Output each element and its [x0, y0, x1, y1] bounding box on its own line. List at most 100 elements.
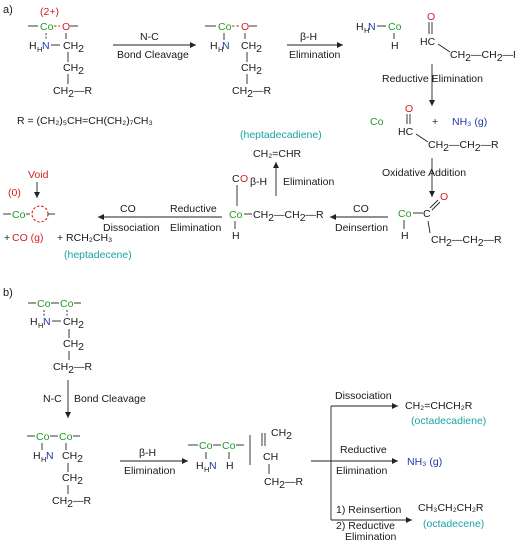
ch2-group: CH2: [62, 450, 83, 465]
carbonyl-c: C: [232, 173, 240, 185]
step-reductive-elimination: Reductive Elimination: [382, 64, 483, 106]
branch-reinsertion: 1) Reinsertion 2) Reductive Elimination …: [336, 502, 484, 542]
structure-amido-hydride-aldehyde: H H N Co H O HC CH2—CH2—R: [356, 11, 515, 64]
step-label-bond-cleavage: Bond Cleavage: [117, 49, 189, 61]
cobalt-atom: Co: [37, 298, 51, 310]
step-oxidative-addition: Oxidative Addition: [382, 158, 466, 197]
product-name-octadecadiene: (octadecadiene): [411, 415, 486, 427]
step-label-dissociation: Dissociation: [103, 222, 160, 234]
cobalt-atom: Co: [218, 21, 232, 33]
void-label: Void: [28, 169, 49, 181]
subscript-2: H: [218, 45, 223, 54]
nitrogen-atom: N: [368, 21, 376, 33]
branch-arrows: [311, 403, 412, 523]
structure-co-zero-void: Void (0) Co + CO (g) + RCH₂CH₃ (heptadec…: [3, 169, 132, 261]
step-beta-h-elimination: β-H Elimination: [287, 31, 343, 61]
step-label-bond-cleavage: Bond Cleavage: [74, 393, 146, 405]
step-nc-bond-cleavage: N-C Bond Cleavage: [113, 31, 196, 61]
nitrogen-atom: N: [42, 40, 50, 52]
nitrogen-atom: N: [209, 460, 217, 472]
step-label-elimination: Elimination: [283, 176, 335, 188]
step-label-reinsertion: 1) Reinsertion: [336, 504, 402, 516]
hydrogen-atom: H: [391, 40, 399, 52]
cobalt-atom: Co: [229, 209, 243, 221]
cobalt-atom: Co: [222, 440, 236, 452]
chain-group: CH2—CH2—R: [428, 139, 499, 154]
hydrogen-atom: H: [196, 460, 204, 472]
subscript-2: H: [204, 465, 209, 474]
hydrogen-atom: H: [401, 230, 409, 242]
alkene-product: CH₂=CHR: [253, 148, 302, 160]
step-label-deinsertion: Deinsertion: [335, 222, 388, 234]
cobalt-atom: Co: [40, 21, 54, 33]
step-label-co: CO: [353, 203, 369, 215]
cobalt-atom: Co: [199, 440, 213, 452]
chain-group: CH2—CH2—R: [431, 234, 502, 249]
structure-dicobalt-cleaved: Co Co H H N CH2 CH2 CH2—R: [27, 431, 92, 510]
step-label-elimination: Elimination: [289, 49, 341, 61]
structure-acyl-hydride: Co C O H CH2—CH2—R: [398, 191, 502, 249]
structure-co-aldehyde-ammonia: Co O HC + NH₃ (g) CH2—CH2—R: [370, 103, 499, 154]
ch2-group: CH2: [271, 427, 292, 442]
step-label-dissociation: Dissociation: [335, 390, 392, 402]
structure-alkyl-carbonyl-hydride: C O Co CH2—CH2—R H: [229, 173, 324, 242]
cobalt-atom: Co: [60, 298, 74, 310]
ch2-r-group: CH2—R: [53, 361, 93, 376]
cobalt-atom: Co: [370, 116, 384, 128]
cobalt-atom: Co: [12, 209, 26, 221]
oxygen-atom: O: [241, 21, 249, 33]
ch2-group: CH2: [241, 62, 262, 77]
oxygen-atom: O: [440, 191, 448, 203]
step-beta-h-elimination-b: β-H Elimination: [120, 447, 188, 477]
step-label-elimination: Elimination: [336, 465, 388, 477]
hydrogen-atom: H: [29, 40, 37, 52]
nitrogen-atom: N: [46, 450, 54, 462]
ammonia-gas: NH₃ (g): [452, 116, 487, 128]
hydrogen-atom: H: [210, 40, 218, 52]
cobalt-atom: Co: [398, 208, 412, 220]
carbon-atom: C: [423, 208, 431, 220]
hc-group: HC: [398, 126, 414, 138]
step-co-deinsertion: CO Deinsertion: [330, 203, 388, 234]
charge-2plus: (2+): [40, 6, 59, 18]
oxygen-atom: O: [427, 11, 435, 23]
step-label-nc: N-C: [43, 393, 62, 405]
step-label-reductive: Reductive: [340, 444, 387, 456]
structure-cleaved-amido: Co O H H N CH2 CH2 CH2—R: [205, 21, 272, 100]
hc-group: HC: [420, 36, 436, 48]
step-label-oxidative-addition: Oxidative Addition: [382, 167, 466, 179]
structure-dicobalt-hydride-alkene: Co Co H H N H CH2 CH CH2—R: [188, 427, 304, 491]
step-label-elimination: Elimination: [345, 531, 397, 542]
ch2-group: CH2: [62, 472, 83, 487]
hydrogen-atom: H: [232, 230, 240, 242]
charge-zero: (0): [8, 187, 21, 199]
step-reductive-elimination-co-dissociation: Reductive Elimination CO Dissociation: [98, 203, 222, 234]
hydrogen-atom: H: [226, 460, 234, 472]
step-label-reductive-2: 2) Reductive: [336, 520, 395, 532]
cobalt-atom: Co: [36, 431, 50, 443]
alkane-product: CH₃CH₂CH₂R: [418, 502, 484, 514]
step-nc-bond-cleavage-b: N-C Bond Cleavage: [43, 380, 146, 418]
diene-product: CH₂=CHCH₂R: [405, 400, 473, 412]
alkane-product: + RCH₂CH₃: [57, 232, 112, 244]
branch-dissociation: Dissociation CH₂=CHCH₂R (octadecadiene): [335, 390, 486, 427]
ch2-group: CH2: [63, 62, 84, 77]
branch-reductive-elimination: Reductive Elimination NH₃ (g): [336, 444, 442, 477]
step-label-elimination: Elimination: [170, 222, 222, 234]
product-name-heptadecadiene: (heptadecadiene): [240, 129, 322, 141]
ch-group: CH: [263, 451, 278, 463]
product-name-heptadecene: (heptadecene): [64, 249, 132, 261]
ch2-group: CH2: [63, 338, 84, 353]
hydrogen-atom: H: [356, 21, 364, 33]
ch2-group: CH2: [241, 40, 262, 55]
step-label-beta-h: β-H: [139, 447, 156, 459]
cobalt-atom: Co: [59, 431, 73, 443]
r-group-definition: R = (CH₂)₅CH=CH(CH₂)₇CH₃: [17, 115, 153, 127]
ch2-group: CH2: [63, 316, 84, 331]
carbon-monoxide-gas: CO (g): [12, 232, 44, 244]
step-label-elimination: Elimination: [124, 465, 176, 477]
structure-dicobalt-amine: Co Co H H N CH2 CH2 CH2—R: [28, 298, 93, 376]
step-label-reductive-elimination: Reductive Elimination: [382, 73, 483, 85]
subscript-2: H: [364, 26, 369, 35]
